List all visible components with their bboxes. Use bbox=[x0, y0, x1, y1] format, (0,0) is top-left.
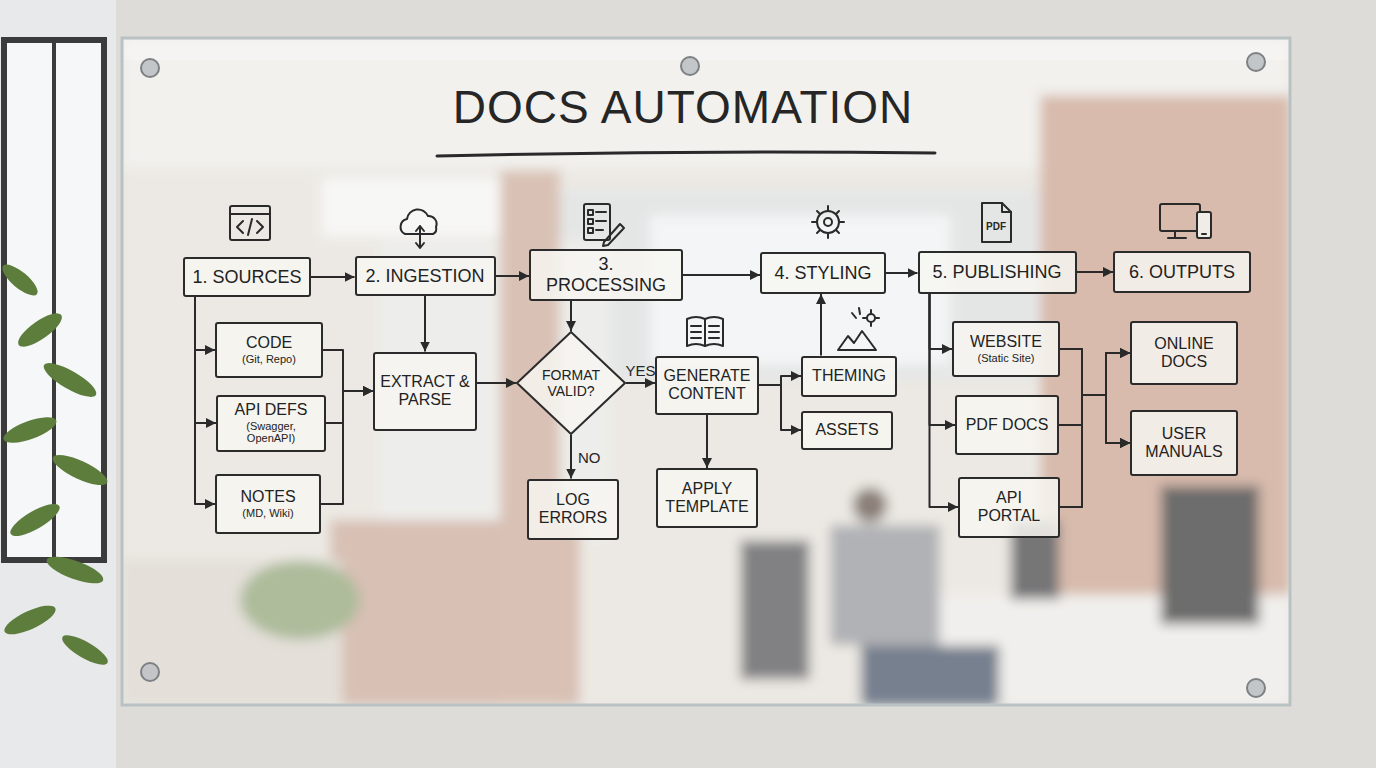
flow-arrow bbox=[321, 391, 373, 504]
node-label: 6. OUTPUTS bbox=[1120, 262, 1244, 283]
gear-icon bbox=[812, 206, 844, 238]
flow-arrow bbox=[570, 301, 572, 331]
stage-box: 6. OUTPUTS bbox=[1113, 251, 1251, 293]
process-box: CODE(Git, Repo) bbox=[215, 322, 323, 378]
flow-arrow bbox=[570, 435, 572, 479]
node-label: PDF DOCS bbox=[962, 416, 1052, 434]
node-label: LOG ERRORS bbox=[534, 491, 612, 528]
node-label: THEMING bbox=[808, 367, 890, 385]
diagram-title: DOCS AUTOMATION bbox=[453, 80, 914, 134]
process-box: ONLINE DOCS bbox=[1130, 321, 1238, 385]
pdf-document-icon bbox=[982, 203, 1011, 242]
stage-box: 5. PUBLISHING bbox=[918, 251, 1077, 294]
glass-panel bbox=[122, 38, 1290, 705]
node-label: API DEFS bbox=[223, 401, 319, 419]
node-label: 2. INGESTION bbox=[362, 266, 489, 287]
stage-box: 2. INGESTION bbox=[355, 256, 496, 296]
process-box: NOTES(MD, Wiki) bbox=[215, 474, 321, 534]
flow-arrow bbox=[759, 385, 801, 430]
window-wall bbox=[0, 0, 116, 768]
node-label: 1. SOURCES bbox=[190, 267, 304, 288]
node-label: USER MANUALS bbox=[1137, 425, 1231, 462]
process-box: THEMING bbox=[801, 356, 897, 397]
flow-arrow bbox=[706, 415, 708, 469]
node-sublabel: (Static Site) bbox=[959, 352, 1053, 365]
icon-label: PDF bbox=[986, 221, 1006, 232]
node-label: 5. PUBLISHING bbox=[925, 262, 1070, 283]
title-underline bbox=[437, 152, 935, 156]
flow-arrow bbox=[1059, 395, 1130, 443]
flow-arrow bbox=[195, 297, 216, 423]
flow-arrow bbox=[820, 294, 822, 356]
node-sublabel: (Git, Repo) bbox=[222, 353, 316, 366]
flow-arrow bbox=[195, 297, 215, 350]
node-label: FORMAT VALID? bbox=[529, 367, 613, 399]
flow-arrow bbox=[1060, 349, 1130, 395]
process-box: USER MANUALS bbox=[1130, 410, 1238, 476]
process-box: PDF DOCS bbox=[955, 395, 1059, 455]
flow-arrow bbox=[1060, 395, 1130, 507]
image-assets-icon bbox=[838, 308, 879, 350]
process-box: LOG ERRORS bbox=[527, 479, 619, 540]
edge-label: YES bbox=[625, 362, 655, 379]
node-label: NOTES bbox=[222, 488, 314, 506]
cloud-icon bbox=[401, 209, 437, 248]
node-label: 3. PROCESSING bbox=[536, 254, 676, 295]
flow-arrow bbox=[1060, 353, 1130, 507]
flow-arrow bbox=[424, 296, 426, 352]
flow-arrow bbox=[326, 391, 373, 423]
flow-arrow bbox=[683, 274, 760, 276]
plant bbox=[0, 260, 112, 670]
process-box: API PORTAL bbox=[958, 477, 1060, 538]
node-label: CODE bbox=[222, 334, 316, 352]
process-box: WEBSITE(Static Site) bbox=[952, 321, 1060, 377]
devices-icon bbox=[1160, 204, 1211, 238]
node-label: ONLINE DOCS bbox=[1137, 335, 1231, 372]
flow-arrow bbox=[886, 272, 918, 274]
node-sublabel: (Swagger, OpenAPI) bbox=[223, 420, 319, 445]
flow-arrow bbox=[323, 350, 373, 391]
process-box: API DEFS(Swagger, OpenAPI) bbox=[216, 395, 326, 452]
node-label: 4. STYLING bbox=[767, 263, 879, 284]
node-label: ASSETS bbox=[808, 421, 886, 439]
flow-arrow bbox=[1077, 271, 1114, 273]
window-mullion bbox=[52, 40, 56, 560]
process-box: ASSETS bbox=[801, 411, 893, 450]
flow-arrow bbox=[1059, 353, 1130, 425]
flow-arrow bbox=[195, 297, 215, 504]
process-box: APPLY TEMPLATE bbox=[656, 468, 758, 528]
stage-box: 1. SOURCES bbox=[183, 257, 311, 297]
checklist-icon bbox=[584, 204, 624, 246]
node-sublabel: (MD, Wiki) bbox=[222, 507, 314, 520]
glass-highlight bbox=[124, 40, 1288, 60]
flow-arrow bbox=[496, 275, 530, 277]
flow-arrow bbox=[759, 376, 801, 385]
flow-arrow bbox=[311, 276, 355, 278]
office-scene bbox=[122, 38, 1290, 705]
book-icon bbox=[687, 317, 723, 346]
node-label: GENERATE CONTENT bbox=[662, 367, 752, 404]
stage-box: 4. STYLING bbox=[760, 252, 886, 294]
decision-diamond: FORMAT VALID? bbox=[516, 331, 626, 435]
node-label: APPLY TEMPLATE bbox=[663, 480, 751, 517]
node-label: EXTRACT & PARSE bbox=[380, 373, 470, 410]
node-label: API PORTAL bbox=[965, 489, 1053, 526]
code-icon bbox=[230, 206, 270, 240]
flow-arrow bbox=[477, 382, 516, 384]
glass-bolts bbox=[141, 53, 1265, 697]
stage-box: 3. PROCESSING bbox=[529, 249, 683, 300]
node-label: WEBSITE bbox=[959, 333, 1053, 351]
process-box: GENERATE CONTENT bbox=[655, 356, 759, 415]
edge-label: NO bbox=[578, 448, 601, 465]
flow-arrow bbox=[930, 294, 953, 350]
flow-arrow bbox=[626, 382, 655, 384]
process-box: EXTRACT & PARSE bbox=[373, 352, 477, 431]
